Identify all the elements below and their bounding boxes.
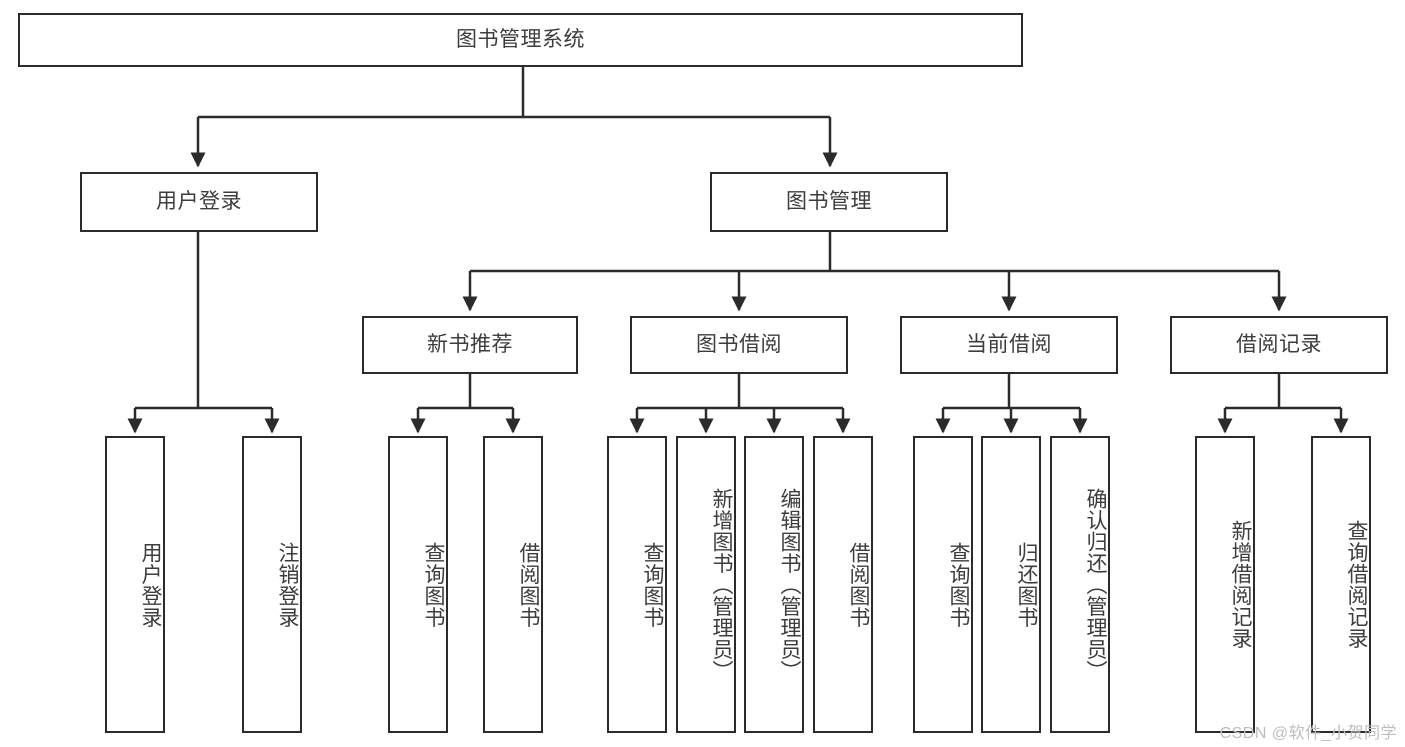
watermark-text: CSDN @软件_小贺同学: [1219, 725, 1397, 742]
node-new-book-recommend[interactable]: 新书推荐: [362, 316, 578, 374]
node-label: 查询借阅记录: [1345, 520, 1368, 649]
node-label: 图书管理系统: [456, 28, 585, 52]
node-leaf-confirm-return-admin[interactable]: 确认归还（管理员）: [1050, 436, 1110, 733]
node-label: 查询图书: [641, 541, 664, 628]
node-label: 新书推荐: [427, 333, 513, 357]
node-borrow-record[interactable]: 借阅记录: [1170, 316, 1388, 374]
node-label: 新增图书（管理员）: [710, 487, 733, 682]
node-leaf-query-book-current[interactable]: 查询图书: [913, 436, 973, 733]
node-root-system[interactable]: 图书管理系统: [18, 13, 1023, 67]
node-label: 查询图书: [947, 541, 970, 628]
node-label: 借阅图书: [517, 541, 540, 628]
node-label: 用户登录: [139, 541, 162, 628]
node-label: 图书管理: [786, 190, 872, 214]
node-leaf-borrow-book[interactable]: 借阅图书: [813, 436, 873, 733]
node-leaf-add-borrow-record[interactable]: 新增借阅记录: [1195, 436, 1255, 733]
node-label: 用户登录: [156, 190, 242, 214]
node-label: 图书借阅: [696, 333, 782, 357]
node-label: 注销登录: [276, 541, 299, 628]
node-label: 当前借阅: [966, 333, 1052, 357]
node-leaf-edit-book-admin[interactable]: 编辑图书（管理员）: [744, 436, 804, 733]
node-label: 借阅记录: [1236, 333, 1322, 357]
node-leaf-add-book-admin[interactable]: 新增图书（管理员）: [676, 436, 736, 733]
node-current-borrow[interactable]: 当前借阅: [900, 316, 1118, 374]
node-leaf-logout[interactable]: 注销登录: [242, 436, 302, 733]
node-book-borrow[interactable]: 图书借阅: [630, 316, 848, 374]
node-label: 借阅图书: [847, 541, 870, 628]
node-label: 编辑图书（管理员）: [778, 487, 801, 682]
node-leaf-query-book-recommend[interactable]: 查询图书: [388, 436, 448, 733]
node-leaf-return-book[interactable]: 归还图书: [981, 436, 1041, 733]
node-label: 查询图书: [422, 541, 445, 628]
node-label: 归还图书: [1015, 541, 1038, 628]
node-label: 新增借阅记录: [1229, 520, 1252, 649]
node-leaf-borrow-book-recommend[interactable]: 借阅图书: [483, 436, 543, 733]
node-label: 确认归还（管理员）: [1084, 487, 1107, 682]
node-leaf-user-login[interactable]: 用户登录: [105, 436, 165, 733]
node-leaf-query-book-borrow[interactable]: 查询图书: [607, 436, 667, 733]
node-book-management[interactable]: 图书管理: [710, 172, 948, 232]
node-leaf-query-borrow-record[interactable]: 查询借阅记录: [1311, 436, 1371, 733]
node-user-login[interactable]: 用户登录: [80, 172, 318, 232]
